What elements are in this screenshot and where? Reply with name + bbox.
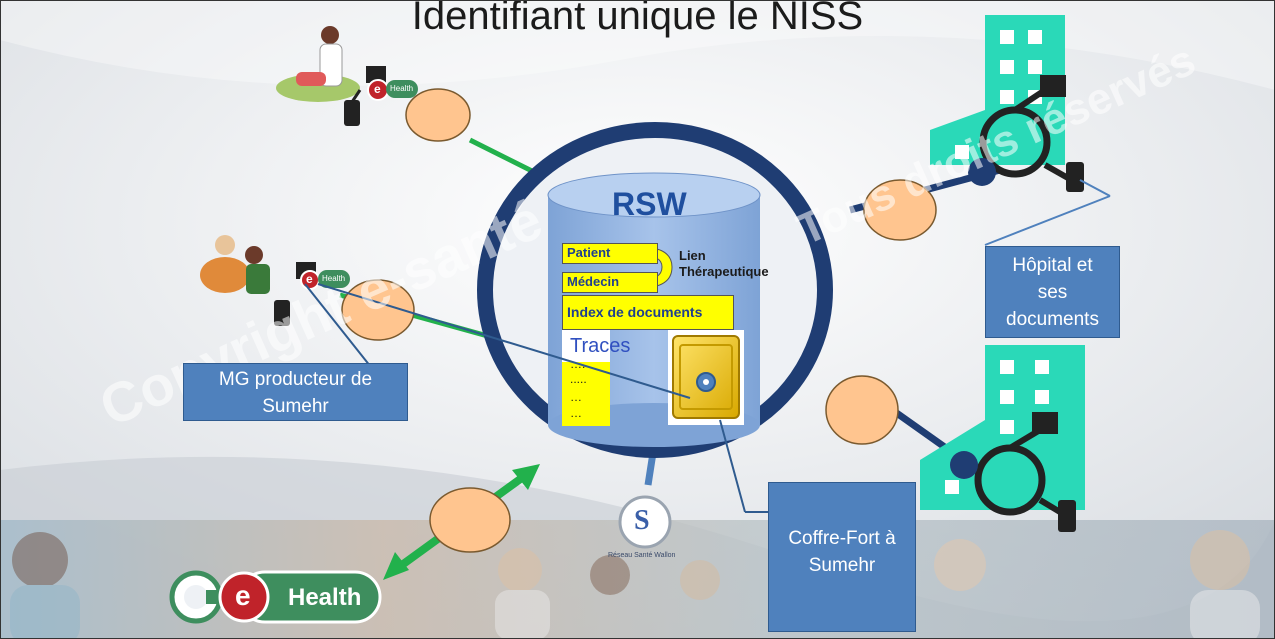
cloud-icon: [405, 88, 471, 142]
callout-hospital: [984, 195, 1111, 246]
ehealth-logo-label: Health: [288, 584, 362, 611]
callout-mg-safe: [317, 283, 691, 399]
box-coffre-fort: Coffre-Fort à Sumehr: [768, 482, 916, 632]
cloud-icons: [341, 88, 937, 553]
doctor-patient-illustration-1: [276, 26, 418, 126]
rsw-logo-caption: Réseau Santé Wallon: [608, 552, 676, 559]
doctor1-ehealth-e: e: [374, 82, 381, 96]
trace-item: …: [570, 406, 582, 420]
cloud-icon: [429, 487, 511, 553]
photo-figures: [10, 530, 1260, 639]
doctor2-ehealth-label: Health: [322, 274, 346, 283]
hospital-building-2: [920, 345, 1085, 532]
label-lien-line2: Thérapeutique: [679, 264, 769, 279]
label-lien-line1: Lien: [679, 248, 706, 263]
label-medecin: Médecin: [562, 272, 658, 293]
label-index-documents: Index de documents: [562, 295, 734, 330]
rsw-logo: [618, 495, 672, 549]
hospital-building-1: [930, 15, 1084, 192]
callout-coffre: [719, 419, 746, 513]
rsw-logo-letter: S: [634, 505, 650, 536]
ehealth-logo-e: e: [235, 580, 251, 611]
rsw-title: RSW: [612, 186, 687, 222]
safe-icon: [668, 330, 744, 425]
link-doctor1-rsw: [468, 137, 542, 178]
label-traces: Traces: [570, 335, 631, 357]
cloud-icon: [341, 279, 415, 341]
label-patient: Patient: [562, 243, 658, 264]
box-mg-producteur: MG producteur de Sumehr: [183, 363, 408, 421]
traces-list-bg: [562, 362, 610, 426]
trace-item: ….: [570, 357, 586, 371]
doctor1-ehealth-label: Health: [390, 84, 414, 93]
background-swoosh: [0, 0, 1275, 90]
box-hopital: Hôpital et ses documents: [985, 246, 1120, 338]
cloud-icon: [825, 375, 899, 445]
trace-item: .....: [570, 372, 587, 386]
trace-item: …: [570, 390, 582, 404]
doctor2-ehealth-e: e: [306, 272, 313, 286]
page-title: Identifiant unique le NISS: [411, 0, 864, 38]
cloud-icon: [863, 179, 937, 241]
ehealth-logo: [169, 570, 382, 624]
